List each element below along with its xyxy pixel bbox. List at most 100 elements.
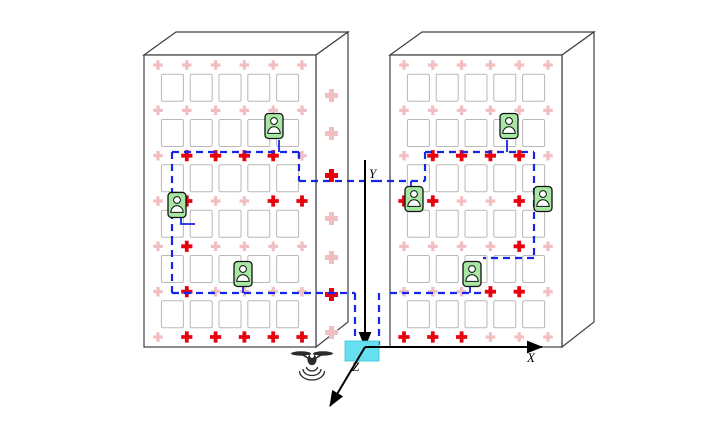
- waypoint-marker-active[interactable]: [238, 150, 250, 162]
- waypoint-marker-inactive[interactable]: [399, 60, 409, 70]
- waypoint-marker-inactive[interactable]: [268, 241, 278, 252]
- waypoint-marker-active[interactable]: [210, 150, 222, 162]
- person-r2[interactable]: [404, 185, 424, 213]
- waypoint-marker-active[interactable]: [456, 150, 468, 162]
- waypoint-marker-inactive[interactable]: [210, 286, 221, 297]
- waypoint-marker-inactive[interactable]: [239, 196, 250, 206]
- waypoint-marker-inactive[interactable]: [153, 332, 163, 342]
- waypoint-marker-active[interactable]: [296, 331, 308, 343]
- waypoint-marker-active[interactable]: [427, 331, 439, 343]
- waypoint-marker-active[interactable]: [267, 331, 279, 343]
- waypoint-marker-inactive[interactable]: [268, 105, 278, 116]
- waypoint-marker-inactive[interactable]: [153, 196, 163, 206]
- waypoint-marker-active[interactable]: [181, 195, 193, 207]
- waypoint-marker-inactive[interactable]: [153, 105, 163, 116]
- waypoint-marker-inactive[interactable]: [485, 196, 496, 206]
- person-r1[interactable]: [499, 112, 519, 140]
- waypoint-marker-inactive[interactable]: [543, 105, 553, 116]
- waypoint-marker-active[interactable]: [513, 240, 525, 252]
- waypoint-marker-inactive[interactable]: [428, 286, 438, 297]
- waypoint-marker-inactive[interactable]: [153, 286, 163, 297]
- waypoint-marker-inactive[interactable]: [456, 241, 467, 252]
- waypoint-marker-inactive[interactable]: [428, 241, 438, 252]
- waypoint-marker-inactive[interactable]: [543, 332, 553, 342]
- waypoint-marker-active[interactable]: [513, 195, 525, 207]
- waypoint-marker-active[interactable]: [267, 195, 279, 207]
- waypoint-marker-inactive[interactable]: [543, 286, 553, 297]
- person-r3[interactable]: [533, 185, 553, 213]
- waypoint-marker-inactive[interactable]: [268, 60, 278, 70]
- person-l1[interactable]: [264, 112, 284, 140]
- waypoint-marker-active[interactable]: [296, 195, 308, 207]
- waypoint-marker-inactive[interactable]: [456, 196, 467, 206]
- waypoint-marker-inactive[interactable]: [210, 241, 221, 252]
- z-axis-line: [329, 346, 366, 407]
- person-r4[interactable]: [462, 260, 482, 288]
- waypoint-marker-active[interactable]: [513, 150, 525, 162]
- waypoint-marker-active[interactable]: [427, 150, 439, 162]
- waypoint-marker-inactive[interactable]: [543, 241, 553, 252]
- window-cell: [406, 209, 430, 238]
- waypoint-marker-inactive[interactable]: [297, 60, 307, 70]
- waypoint-marker-active[interactable]: [267, 150, 279, 162]
- waypoint-marker-active[interactable]: [238, 331, 250, 343]
- waypoint-marker-active[interactable]: [181, 150, 193, 162]
- waypoint-marker-active[interactable]: [513, 286, 525, 298]
- waypoint-marker-inactive[interactable]: [153, 150, 163, 161]
- waypoint-marker-inactive[interactable]: [399, 241, 409, 252]
- waypoint-marker-inactive[interactable]: [543, 150, 553, 161]
- window-cell: [160, 73, 184, 102]
- waypoint-marker-active[interactable]: [484, 286, 497, 298]
- person-l2[interactable]: [167, 191, 187, 219]
- waypoint-marker-inactive[interactable]: [210, 60, 221, 70]
- waypoint-marker-active[interactable]: [398, 195, 410, 207]
- waypoint-marker-inactive[interactable]: [182, 105, 192, 116]
- waypoint-marker-active[interactable]: [427, 195, 439, 207]
- waypoint-marker-inactive[interactable]: [485, 60, 496, 70]
- waypoint-marker-inactive[interactable]: [399, 105, 409, 116]
- window-cell: [247, 73, 271, 102]
- waypoint-marker-inactive[interactable]: [153, 60, 163, 70]
- waypoint-marker-inactive[interactable]: [485, 241, 496, 252]
- waypoint-marker-inactive[interactable]: [239, 286, 250, 297]
- window-cell: [464, 209, 488, 238]
- waypoint-marker-inactive[interactable]: [456, 286, 467, 297]
- waypoint-marker-inactive[interactable]: [485, 105, 496, 116]
- waypoint-marker-inactive[interactable]: [456, 105, 467, 116]
- waypoint-marker-inactive[interactable]: [428, 105, 438, 116]
- waypoint-marker-inactive[interactable]: [210, 196, 221, 206]
- waypoint-marker-inactive[interactable]: [297, 105, 307, 116]
- window-cell: [160, 300, 184, 329]
- waypoint-marker-inactive[interactable]: [514, 105, 524, 116]
- waypoint-marker-active[interactable]: [181, 240, 193, 252]
- person-l3[interactable]: [233, 260, 253, 288]
- waypoint-marker-inactive[interactable]: [428, 60, 438, 70]
- waypoint-marker-active[interactable]: [484, 150, 497, 162]
- waypoint-marker-inactive[interactable]: [514, 332, 524, 342]
- waypoint-marker-inactive[interactable]: [297, 241, 307, 252]
- waypoint-marker-inactive[interactable]: [297, 286, 307, 297]
- waypoint-marker-inactive[interactable]: [239, 241, 250, 252]
- x-axis-label: X: [526, 350, 536, 365]
- waypoint-marker-inactive[interactable]: [456, 60, 467, 70]
- waypoint-marker-inactive[interactable]: [268, 286, 278, 297]
- waypoint-marker-inactive[interactable]: [514, 60, 524, 70]
- waypoint-marker-inactive[interactable]: [210, 105, 221, 116]
- waypoint-marker-inactive[interactable]: [182, 60, 192, 70]
- waypoint-marker-active[interactable]: [456, 331, 468, 343]
- waypoint-marker-inactive[interactable]: [239, 60, 250, 70]
- waypoint-marker-active[interactable]: [181, 286, 193, 298]
- waypoint-marker-inactive[interactable]: [543, 60, 553, 70]
- waypoint-marker-active[interactable]: [398, 331, 410, 343]
- building-right-marker-grid: [398, 60, 553, 343]
- z-axis-label: Z: [352, 359, 360, 374]
- window-cell: [435, 209, 459, 238]
- waypoint-marker-inactive[interactable]: [485, 332, 496, 342]
- waypoint-marker-inactive[interactable]: [239, 105, 250, 116]
- waypoint-marker-inactive[interactable]: [399, 286, 409, 297]
- waypoint-marker-inactive[interactable]: [399, 150, 409, 161]
- waypoint-marker-active[interactable]: [181, 331, 193, 343]
- waypoint-marker-inactive[interactable]: [153, 241, 163, 252]
- waypoint-marker-inactive[interactable]: [297, 150, 307, 161]
- waypoint-marker-active[interactable]: [210, 331, 222, 343]
